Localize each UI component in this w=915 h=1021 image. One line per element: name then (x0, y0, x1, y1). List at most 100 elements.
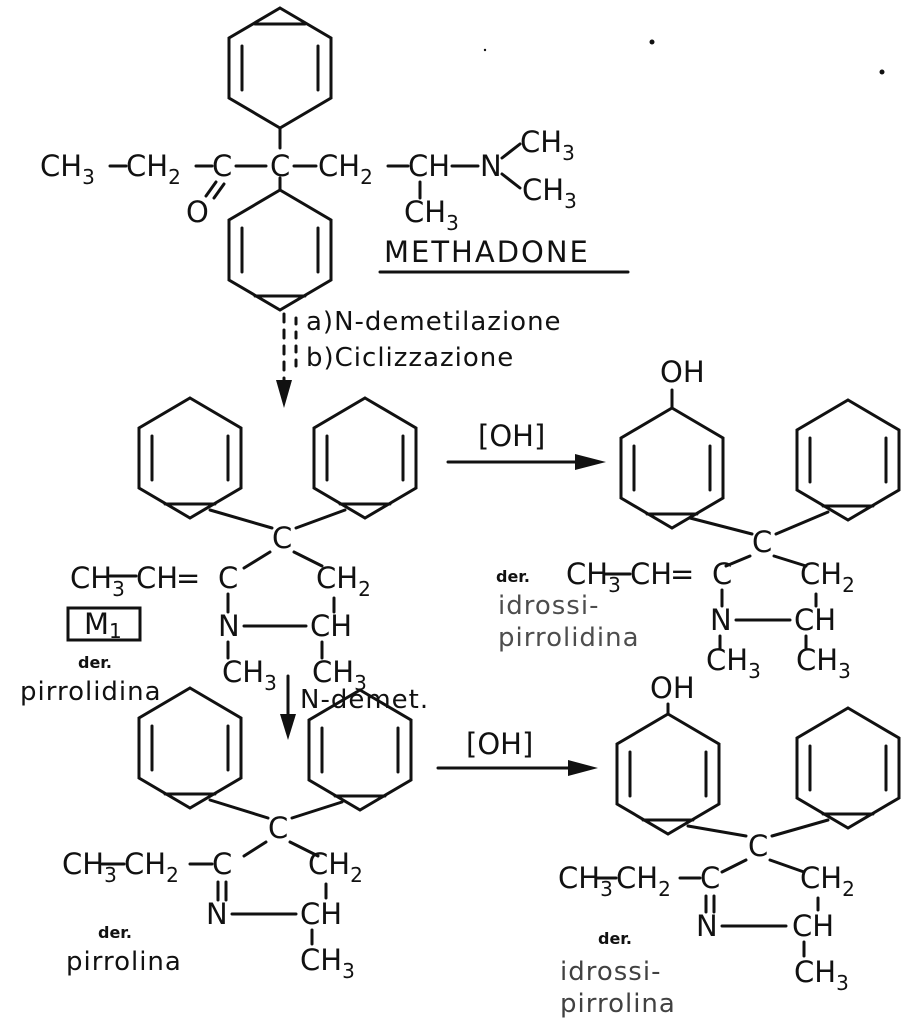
compound-name-hydroxy-pyrrolidine-2: pirrolidina (498, 623, 640, 653)
atom-label: C (748, 829, 768, 863)
double-bond (212, 182, 226, 200)
arrow-head (575, 454, 606, 470)
double-bond: = (176, 561, 200, 595)
compound-name-methadone: METHADONE (384, 235, 590, 269)
atom-label: CH (794, 603, 836, 637)
double-bond: = (670, 557, 694, 591)
atom-label: CH2 (616, 861, 671, 901)
bond (208, 508, 274, 530)
atom-label: CH3 (222, 655, 277, 695)
bond (768, 858, 806, 874)
scan-speck (649, 39, 655, 45)
pyrrolidine-structure: C CH3 CH = C CH2 N CH CH3 CH3 M1 der. pi… (20, 396, 418, 707)
hydroxyl-label: OH (650, 671, 695, 705)
atom-label: CH3 (404, 195, 459, 235)
compound-name-pyrroline: pirrolina (66, 947, 182, 977)
bond (242, 840, 268, 858)
phenyl-ring (795, 398, 901, 522)
bond (686, 824, 748, 838)
phenyl-ring (619, 406, 725, 530)
pyrroline-structure: C CH3 CH2 C CH2 N CH CH3 der. pirrolina (62, 686, 413, 983)
arrow-head (280, 714, 296, 740)
der-label: der. (598, 929, 632, 948)
phenyl-ring (795, 706, 901, 830)
atom-label: CH3 (70, 561, 125, 601)
arrow-head (276, 380, 292, 408)
atom-label: C (212, 847, 232, 881)
bond (288, 840, 320, 858)
der-label: der. (496, 567, 530, 586)
atom-label: CH (630, 557, 672, 591)
phenyl-ring (307, 688, 413, 812)
bond (294, 508, 347, 530)
bond (242, 550, 272, 570)
phenyl-ring (137, 396, 243, 520)
hydroxy-pyrroline-structure: OH C CH3 CH2 C CH2 N CH CH3 der. idrossi… (558, 671, 901, 1019)
atom-label: CH2 (308, 847, 363, 887)
compound-name-hydroxy-pyrroline-1: idrossi- (560, 957, 661, 987)
atom-label: CH2 (126, 149, 181, 189)
phenyl-ring (615, 712, 721, 836)
atom-label: CH2 (800, 861, 855, 901)
methadone-structure: CH3 CH2 C O C CH2 CH CH3 N CH3 CH3 METHA… (40, 6, 630, 312)
demethylation-label: N-demet. (300, 685, 429, 715)
m1-badge: M1 (84, 607, 122, 643)
scan-speck (879, 69, 885, 75)
reaction-arrow-step1 (276, 312, 298, 408)
atom-label: CH2 (124, 847, 179, 887)
compound-name-hydroxy-pyrrolidine-1: idrossi- (498, 591, 599, 621)
atom-label: CH (792, 909, 834, 943)
bond (208, 798, 270, 820)
atom-label: CH (136, 561, 178, 595)
compound-name-hydroxy-pyrroline-2: pirrolina (560, 989, 676, 1019)
reaction-arrow-oxidation-2: [OH] (436, 727, 598, 776)
bond (688, 516, 754, 536)
oxidant-label: [OH] (478, 419, 545, 453)
atom-label: C (712, 557, 732, 591)
bond (290, 800, 344, 820)
step1-b-label: b)Ciclizzazione (306, 343, 514, 373)
atom-label: CH3 (520, 125, 575, 165)
der-label: der. (78, 653, 112, 672)
phenyl-ring (312, 396, 418, 520)
reaction-arrow-demethylation: N-demet. (280, 674, 429, 740)
hydroxyl-label: OH (660, 355, 705, 389)
compound-name-pyrrolidine: pirrolidina (20, 677, 162, 707)
bond (292, 550, 324, 568)
bond (772, 554, 808, 568)
bond (500, 172, 522, 190)
atom-label: CH3 (62, 847, 117, 887)
phenyl-ring (137, 686, 243, 810)
atom-label: CH3 (558, 861, 613, 901)
atom-label: CH3 (300, 943, 355, 983)
atom-label: C (270, 149, 290, 183)
bond (724, 554, 752, 568)
atom-label: O (186, 195, 209, 229)
atom-label: N (480, 149, 502, 183)
bond (500, 142, 522, 160)
atom-label: CH (300, 897, 342, 931)
atom-label: C (268, 811, 288, 845)
atom-label: C (212, 149, 232, 183)
bond (774, 510, 830, 536)
phenyl-ring (227, 6, 333, 130)
atom-label: N (206, 897, 228, 931)
atom-label: CH (310, 609, 352, 643)
arrow-head (568, 760, 598, 776)
hydroxy-pyrrolidine-structure: OH C der. CH3 CH = C CH2 N CH CH3 CH3 id… (496, 355, 901, 683)
m1-badge-box (66, 606, 142, 642)
atom-label: C (272, 521, 292, 555)
atom-label: C (700, 861, 720, 895)
atom-label: N (218, 609, 240, 643)
atom-label: N (696, 909, 718, 943)
step1-a-label: a)N-demetilazione (306, 307, 562, 337)
atom-label: CH3 (312, 655, 367, 695)
reaction-arrow-oxidation-1: [OH] (446, 419, 606, 470)
atom-label: C (218, 561, 238, 595)
atom-label: CH3 (566, 557, 621, 597)
atom-label: CH2 (800, 557, 855, 597)
der-label: der. (98, 923, 132, 942)
atom-label: CH3 (706, 643, 761, 683)
atom-label: N (710, 603, 732, 637)
